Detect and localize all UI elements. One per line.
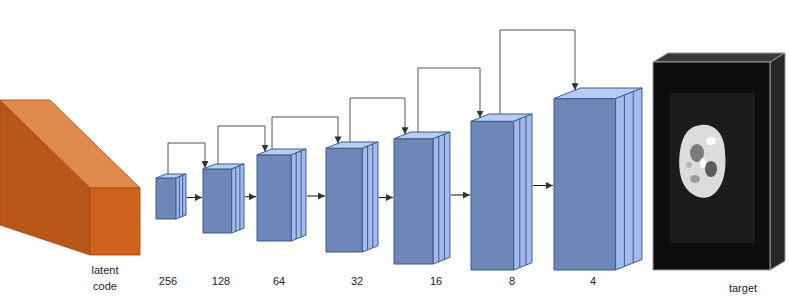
shape-outline [326,142,378,252]
feature-map-stack: 128 [203,164,244,233]
skip-connection [168,143,205,174]
feature-map-slabs [362,142,378,252]
feature-map-face [326,148,362,252]
feature-map-slabs [616,88,642,270]
shape-outline [394,132,450,264]
shape-outline [0,100,140,255]
brain-scan [679,125,725,198]
resolution-label: 64 [273,274,285,288]
feature-map-slabs [176,174,186,219]
flow-arrow [533,185,553,186]
feature-map-slabs [232,164,244,233]
slab-divider [182,175,183,216]
slab-divider [301,151,302,237]
feature-map-stack: 32 [326,142,378,252]
slab-divider [239,166,240,230]
flow-arrow [451,195,470,196]
image-top [653,53,785,62]
image-frame [653,62,770,270]
block-label: target [729,281,757,295]
flow-arrow [379,197,393,198]
feature-map-face [471,121,514,270]
resolution-label: 4 [590,274,596,288]
flow-arrow [187,197,202,198]
resolution-label: 256 [159,274,177,288]
feature-map-stack: 256 [156,174,186,219]
feature-map-stack: 4 [554,88,642,270]
shape-outline [471,114,532,270]
feature-map-slabs [433,132,450,264]
skip-connection [272,117,338,149]
resolution-label: 16 [430,274,442,288]
slab-divider [367,146,368,250]
slab-divider [179,177,180,218]
resolution-label: 128 [212,274,230,288]
resolution-label: 8 [509,274,515,288]
slab-divider [444,134,445,259]
slab-divider [519,119,520,268]
feature-map-stack: 16 [394,132,450,264]
latent-top [0,100,140,188]
slab-divider [372,144,373,248]
scan-field [670,93,755,243]
feature-map-face [203,169,232,233]
shape-outline [156,174,186,219]
shape-outline [653,53,785,270]
feature-map-slabs [514,114,532,270]
image-side [770,53,785,270]
slab-divider [624,95,625,266]
flow-arrow [307,196,325,197]
target-image: target [653,53,785,270]
feature-map-face [156,178,176,219]
resolution-label: 32 [351,274,363,288]
shape-outline [257,149,306,241]
block-label: latent code [85,262,125,294]
feature-map-stack: 8 [471,114,532,270]
slab-divider [438,136,439,261]
shape-outline [554,88,642,270]
feature-map-stack: 64 [257,149,306,241]
slab-divider [525,116,526,265]
feature-map-slabs [291,149,306,241]
latent-block: latent code [0,100,140,255]
feature-map-face [554,99,616,270]
feature-map-face [394,139,433,264]
latent-end [90,188,140,255]
feature-map-face [257,155,291,241]
skip-connection [350,98,405,142]
shape-outline [203,164,244,233]
flow-arrow [245,196,256,197]
slab-divider [296,153,297,239]
slab-divider [235,167,236,231]
slab-divider [633,92,634,263]
